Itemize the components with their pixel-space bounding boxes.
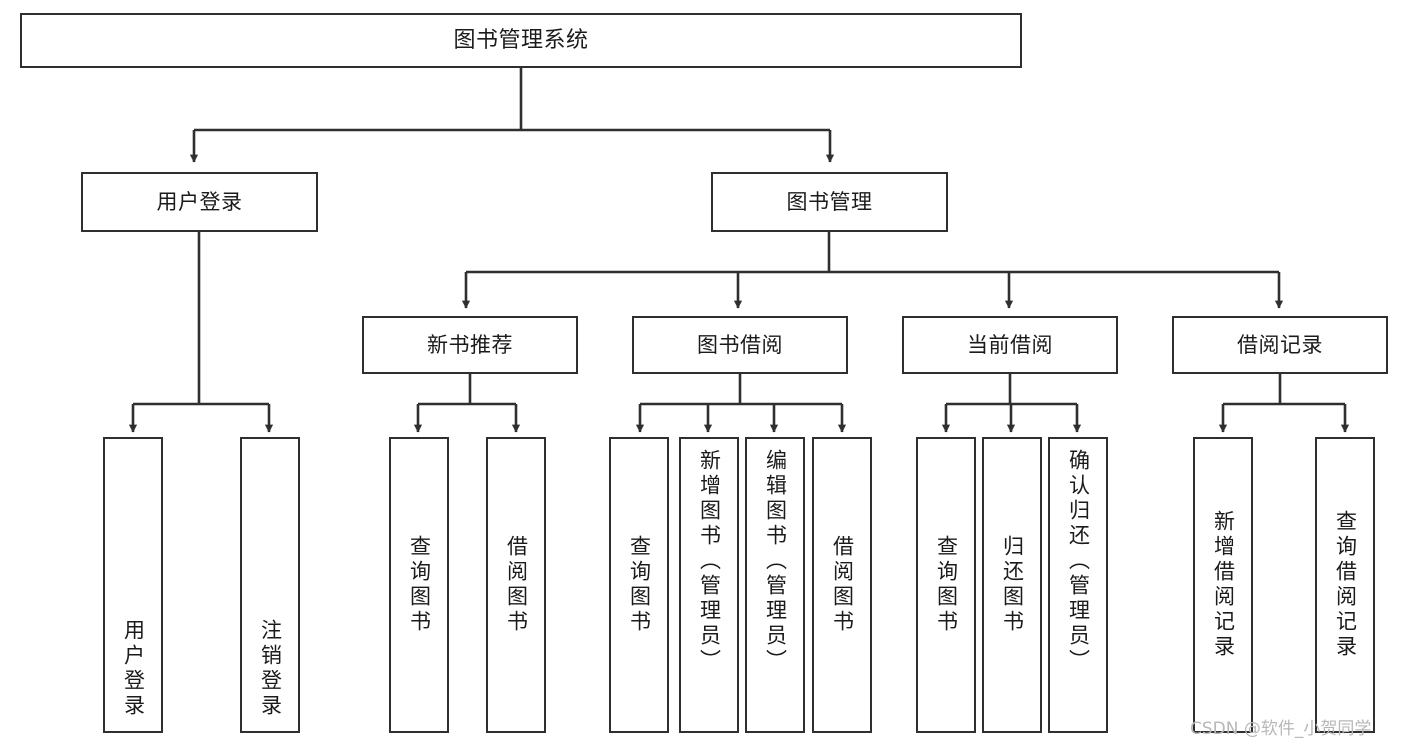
leaf-borrow-record-query[interactable]: 查询借阅记录 <box>1315 437 1375 733</box>
leaf-user-login-signout[interactable]: 注销登录 <box>240 437 300 733</box>
node-user-login[interactable]: 用户登录 <box>81 172 318 232</box>
leaf-new-book-query[interactable]: 查询图书 <box>389 437 449 733</box>
node-book-borrow[interactable]: 图书借阅 <box>632 316 848 374</box>
leaf-new-book-borrow[interactable]: 借阅图书 <box>486 437 546 733</box>
leaf-book-borrow-query[interactable]: 查询图书 <box>609 437 669 733</box>
node-label: 借阅记录 <box>1237 332 1323 357</box>
node-label: 新增图书（管理员） <box>697 449 722 674</box>
node-label: 借阅图书 <box>504 535 529 635</box>
node-label: 新增借阅记录 <box>1211 510 1236 660</box>
node-label: 当前借阅 <box>967 332 1053 357</box>
node-label: 查询图书 <box>407 535 432 635</box>
node-label: 新书推荐 <box>427 332 513 357</box>
leaf-borrow-record-add[interactable]: 新增借阅记录 <box>1193 437 1253 733</box>
node-label: 确认归还（管理员） <box>1066 449 1091 674</box>
node-label: 借阅图书 <box>830 535 855 635</box>
csdn-watermark: CSDN @软件_小贺同学 <box>1190 719 1372 739</box>
node-label: 用户登录 <box>121 619 146 719</box>
node-current-borrow[interactable]: 当前借阅 <box>902 316 1118 374</box>
node-book-management[interactable]: 图书管理 <box>711 172 948 232</box>
node-root-book-management-system[interactable]: 图书管理系统 <box>20 13 1022 68</box>
leaf-current-borrow-confirm-admin[interactable]: 确认归还（管理员） <box>1048 437 1108 733</box>
node-borrow-record[interactable]: 借阅记录 <box>1172 316 1388 374</box>
node-new-book-recommend[interactable]: 新书推荐 <box>362 316 578 374</box>
node-label: 查询借阅记录 <box>1333 510 1358 660</box>
node-label: 图书借阅 <box>697 332 783 357</box>
leaf-user-login-signin[interactable]: 用户登录 <box>103 437 163 733</box>
node-label: 编辑图书（管理员） <box>763 449 788 674</box>
leaf-current-borrow-return[interactable]: 归还图书 <box>982 437 1042 733</box>
leaf-book-borrow-add-admin[interactable]: 新增图书（管理员） <box>679 437 739 733</box>
leaf-book-borrow-edit-admin[interactable]: 编辑图书（管理员） <box>745 437 805 733</box>
node-label: 查询图书 <box>627 535 652 635</box>
node-label: 注销登录 <box>258 619 283 719</box>
leaf-current-borrow-query[interactable]: 查询图书 <box>916 437 976 733</box>
leaf-book-borrow-borrow[interactable]: 借阅图书 <box>812 437 872 733</box>
node-label: 图书管理 <box>786 189 873 214</box>
node-label: 归还图书 <box>1000 535 1025 635</box>
node-label: 用户登录 <box>156 189 243 214</box>
node-label: 查询图书 <box>934 535 959 635</box>
node-label: 图书管理系统 <box>453 27 589 53</box>
